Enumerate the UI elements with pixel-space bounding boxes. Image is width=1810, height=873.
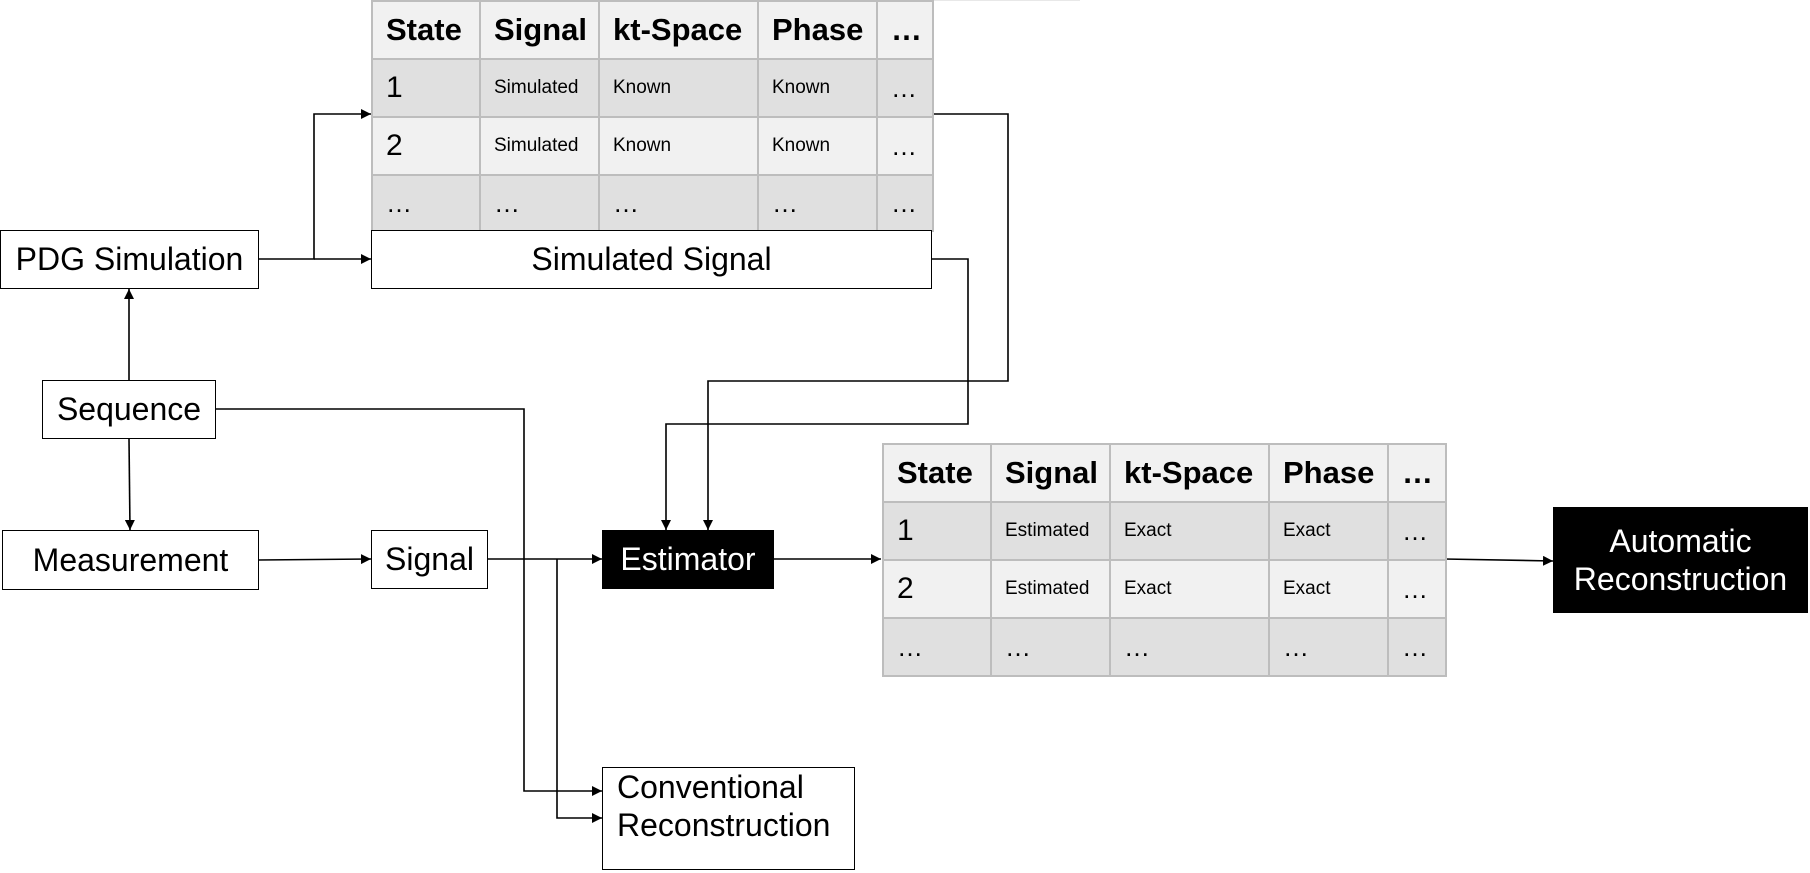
top-divider-line <box>808 0 1080 1</box>
conventional-reconstruction-label-line1: Conventional <box>617 769 804 805</box>
table-header-row: State Signal kt-Space Phase … <box>882 443 1447 503</box>
sequence-label: Sequence <box>56 391 202 428</box>
signal-node: Signal <box>371 530 488 589</box>
table-cell: … <box>479 174 600 232</box>
table-cell: … <box>371 174 481 232</box>
table-row: 1 Simulated Known Known … <box>371 58 934 118</box>
table-cell: … <box>1387 559 1447 619</box>
simulated-signal-label: Simulated Signal <box>531 241 772 278</box>
table-cell: … <box>757 174 878 232</box>
signal-label: Signal <box>385 541 474 578</box>
arrow-sequence-to-measurement <box>124 438 135 531</box>
pdg-simulation-label: PDG Simulation <box>15 241 244 278</box>
table-cell: … <box>990 617 1111 677</box>
simulated-signal-node: Simulated Signal <box>371 230 932 289</box>
table-cell: Known <box>598 58 759 118</box>
table-row: 2 Estimated Exact Exact … <box>882 559 1447 619</box>
table-cell: … <box>1387 617 1447 677</box>
table-cell: … <box>876 58 934 118</box>
table-cell: 1 <box>371 58 481 118</box>
arrow-sequence-to-conventional <box>216 408 602 796</box>
table-cell: 1 <box>882 501 992 561</box>
table-cell: Exact <box>1109 501 1270 561</box>
header-cell: kt-Space <box>1109 443 1270 503</box>
table-cell: Simulated <box>479 116 600 176</box>
arrow-est-table-to-automatic <box>1443 555 1554 566</box>
table-row: 2 Simulated Known Known … <box>371 116 934 176</box>
table-cell: Exact <box>1268 559 1389 619</box>
table-cell: Known <box>598 116 759 176</box>
table-cell: 2 <box>371 116 481 176</box>
header-cell: State <box>882 443 992 503</box>
header-cell: State <box>371 0 481 60</box>
header-cell: … <box>1387 443 1447 503</box>
table-cell: … <box>598 174 759 232</box>
header-cell: kt-Space <box>598 0 759 60</box>
header-cell: … <box>876 0 934 60</box>
estimator-label: Estimator <box>620 541 756 578</box>
header-cell: Phase <box>757 0 878 60</box>
conventional-reconstruction-label-line2: Reconstruction <box>617 807 831 844</box>
table-cell: Known <box>757 58 878 118</box>
table-cell: … <box>1268 617 1389 677</box>
table-row: … … … … … <box>371 174 934 232</box>
automatic-reconstruction-label-line2: Reconstruction <box>1573 561 1788 597</box>
table-cell: … <box>1109 617 1270 677</box>
estimator-node: Estimator <box>602 530 774 589</box>
estimated-states-table: State Signal kt-Space Phase … 1 Estimate… <box>882 443 1447 677</box>
automatic-reconstruction-node: Automatic Reconstruction <box>1553 507 1808 613</box>
conventional-reconstruction-node: Conventional Reconstruction <box>602 767 855 870</box>
table-cell: Exact <box>1109 559 1270 619</box>
table-cell: … <box>876 174 934 232</box>
header-cell: Signal <box>990 443 1111 503</box>
table-cell: … <box>882 617 992 677</box>
simulated-states-table: State Signal kt-Space Phase … 1 Simulate… <box>371 0 934 232</box>
sequence-node: Sequence <box>42 380 216 439</box>
measurement-node: Measurement <box>2 530 259 590</box>
pdg-simulation-node: PDG Simulation <box>0 230 259 289</box>
table-row: 1 Estimated Exact Exact … <box>882 501 1447 561</box>
arrow-pdg-to-sim-table <box>258 109 371 260</box>
arrow-sim-table-to-estimator <box>703 113 1009 530</box>
table-row: … … … … … <box>882 617 1447 677</box>
table-cell: Estimated <box>990 501 1111 561</box>
table-header-row: State Signal kt-Space Phase … <box>371 0 934 60</box>
header-cell: Signal <box>479 0 600 60</box>
table-cell: Known <box>757 116 878 176</box>
table-cell: 2 <box>882 559 992 619</box>
header-cell: Phase <box>1268 443 1389 503</box>
automatic-reconstruction-label-line1: Automatic <box>1609 522 1752 559</box>
arrow-simulated-signal-to-estimator <box>661 258 969 530</box>
table-cell: Simulated <box>479 58 600 118</box>
table-cell: … <box>1387 501 1447 561</box>
arrow-measurement-to-signal <box>257 554 372 565</box>
arrow-signal-to-conventional <box>556 559 602 823</box>
table-cell: Estimated <box>990 559 1111 619</box>
table-cell: Exact <box>1268 501 1389 561</box>
measurement-label: Measurement <box>32 541 229 578</box>
table-cell: … <box>876 116 934 176</box>
